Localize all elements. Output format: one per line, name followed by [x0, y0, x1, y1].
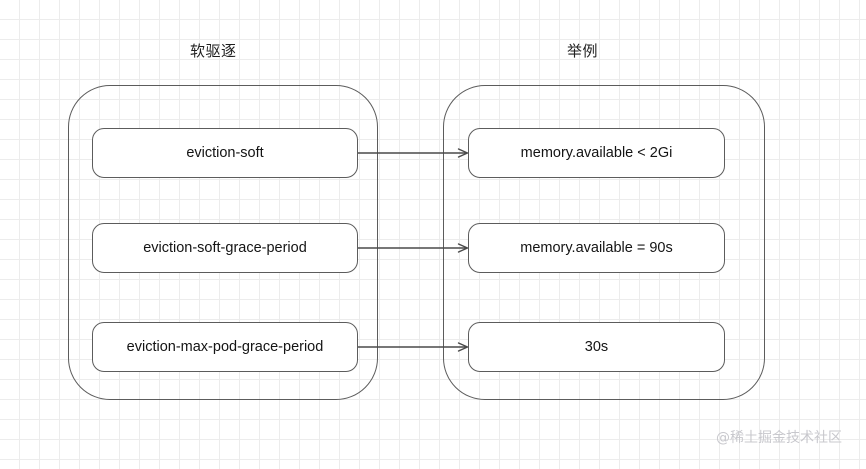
group-container-left	[68, 85, 378, 400]
watermark-text: @稀土掘金技术社区	[716, 430, 842, 446]
right-item-box-3[interactable]: 30s	[468, 322, 725, 372]
left-item-box-3[interactable]: eviction-max-pod-grace-period	[92, 322, 358, 372]
column-title-right: 举例	[567, 42, 599, 60]
left-item-box-1[interactable]: eviction-soft	[92, 128, 358, 178]
right-item-box-1[interactable]: memory.available < 2Gi	[468, 128, 725, 178]
group-container-right	[443, 85, 765, 400]
right-item-box-2[interactable]: memory.available = 90s	[468, 223, 725, 273]
column-title-left: 软驱逐	[190, 42, 237, 60]
left-item-box-2[interactable]: eviction-soft-grace-period	[92, 223, 358, 273]
